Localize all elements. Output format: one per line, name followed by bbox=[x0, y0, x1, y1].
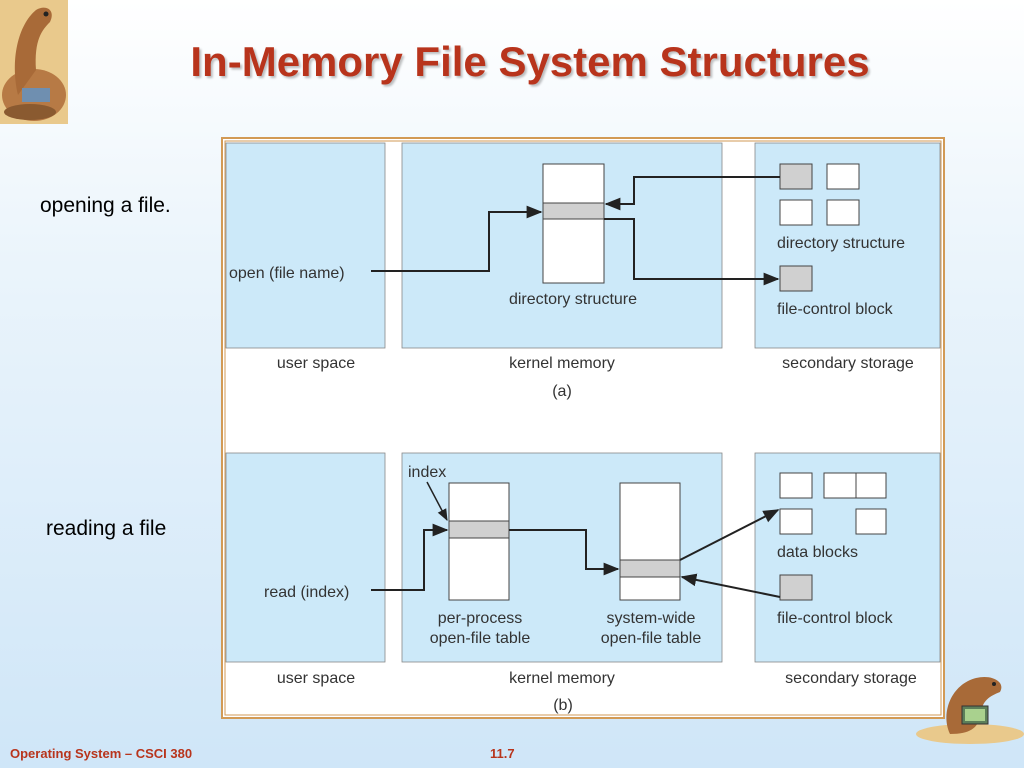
b-index-label: index bbox=[408, 464, 446, 481]
b-data-block-1 bbox=[779, 472, 813, 499]
dinosaur-logo-top bbox=[0, 0, 68, 124]
b-secondary-storage-label: secondary storage bbox=[785, 670, 917, 687]
a-kernel-directory-table bbox=[542, 163, 605, 284]
b-data-block-5 bbox=[855, 508, 887, 535]
b-system-wide-label-2: open-file table bbox=[601, 630, 702, 647]
dinosaur-logo-bottom bbox=[916, 676, 1024, 744]
label-opening-file: opening a file. bbox=[40, 194, 171, 217]
b-table-link-arrow bbox=[509, 529, 620, 576]
a-kernel-directory-entry bbox=[542, 202, 605, 220]
b-system-wide-label-1: system-wide bbox=[607, 610, 696, 627]
b-index-arrow bbox=[426, 481, 448, 522]
b-per-process-label-2: open-file table bbox=[430, 630, 531, 647]
b-call-label: read (index) bbox=[264, 584, 349, 601]
b-kernel-memory-label: kernel memory bbox=[509, 670, 615, 687]
a-user-space-panel bbox=[225, 142, 386, 349]
b-fcb-arrow bbox=[680, 573, 781, 598]
b-read-arrow bbox=[371, 523, 449, 591]
a-storage-fcb-label: file-control block bbox=[777, 301, 894, 318]
footer-page-number: 11.7 bbox=[490, 746, 515, 761]
a-storage-fcb-block bbox=[779, 265, 813, 292]
b-caption: (b) bbox=[553, 697, 573, 714]
footer-course: Operating System – CSCI 380 bbox=[10, 746, 193, 761]
a-storage-dir-block-4 bbox=[826, 199, 860, 226]
b-system-wide-table bbox=[619, 482, 681, 601]
a-call-label: open (file name) bbox=[229, 265, 345, 282]
b-user-space-panel bbox=[225, 452, 386, 663]
b-system-wide-entry bbox=[619, 559, 681, 578]
a-storage-dir-block-2 bbox=[826, 163, 860, 190]
a-fcb-arrow bbox=[604, 218, 780, 286]
a-user-space-label: user space bbox=[277, 355, 355, 372]
b-fcb-block bbox=[779, 574, 813, 601]
b-data-block-3 bbox=[855, 472, 887, 499]
b-data-blocks-label: data blocks bbox=[777, 544, 858, 561]
a-storage-dir-label: directory structure bbox=[777, 235, 905, 252]
b-user-space-label: user space bbox=[277, 670, 355, 687]
a-kernel-memory-label: kernel memory bbox=[509, 355, 615, 372]
a-kernel-table-label: directory structure bbox=[509, 291, 637, 308]
b-data-arrow bbox=[679, 509, 780, 561]
a-storage-dir-block-1 bbox=[779, 163, 813, 190]
b-per-process-table bbox=[448, 482, 510, 601]
label-reading-file: reading a file bbox=[46, 517, 167, 540]
a-secondary-storage-label: secondary storage bbox=[782, 355, 914, 372]
a-storage-dir-block-3 bbox=[779, 199, 813, 226]
a-dir-load-arrow bbox=[604, 176, 780, 211]
b-data-block-2 bbox=[823, 472, 857, 499]
slide-title: In-Memory File System Structures bbox=[190, 38, 870, 85]
b-per-process-label-1: per-process bbox=[438, 610, 522, 627]
b-fcb-label: file-control block bbox=[777, 610, 894, 627]
b-per-process-entry bbox=[448, 520, 510, 539]
a-caption: (a) bbox=[552, 383, 572, 400]
a-open-arrow bbox=[371, 205, 543, 272]
b-data-block-4 bbox=[779, 508, 813, 535]
